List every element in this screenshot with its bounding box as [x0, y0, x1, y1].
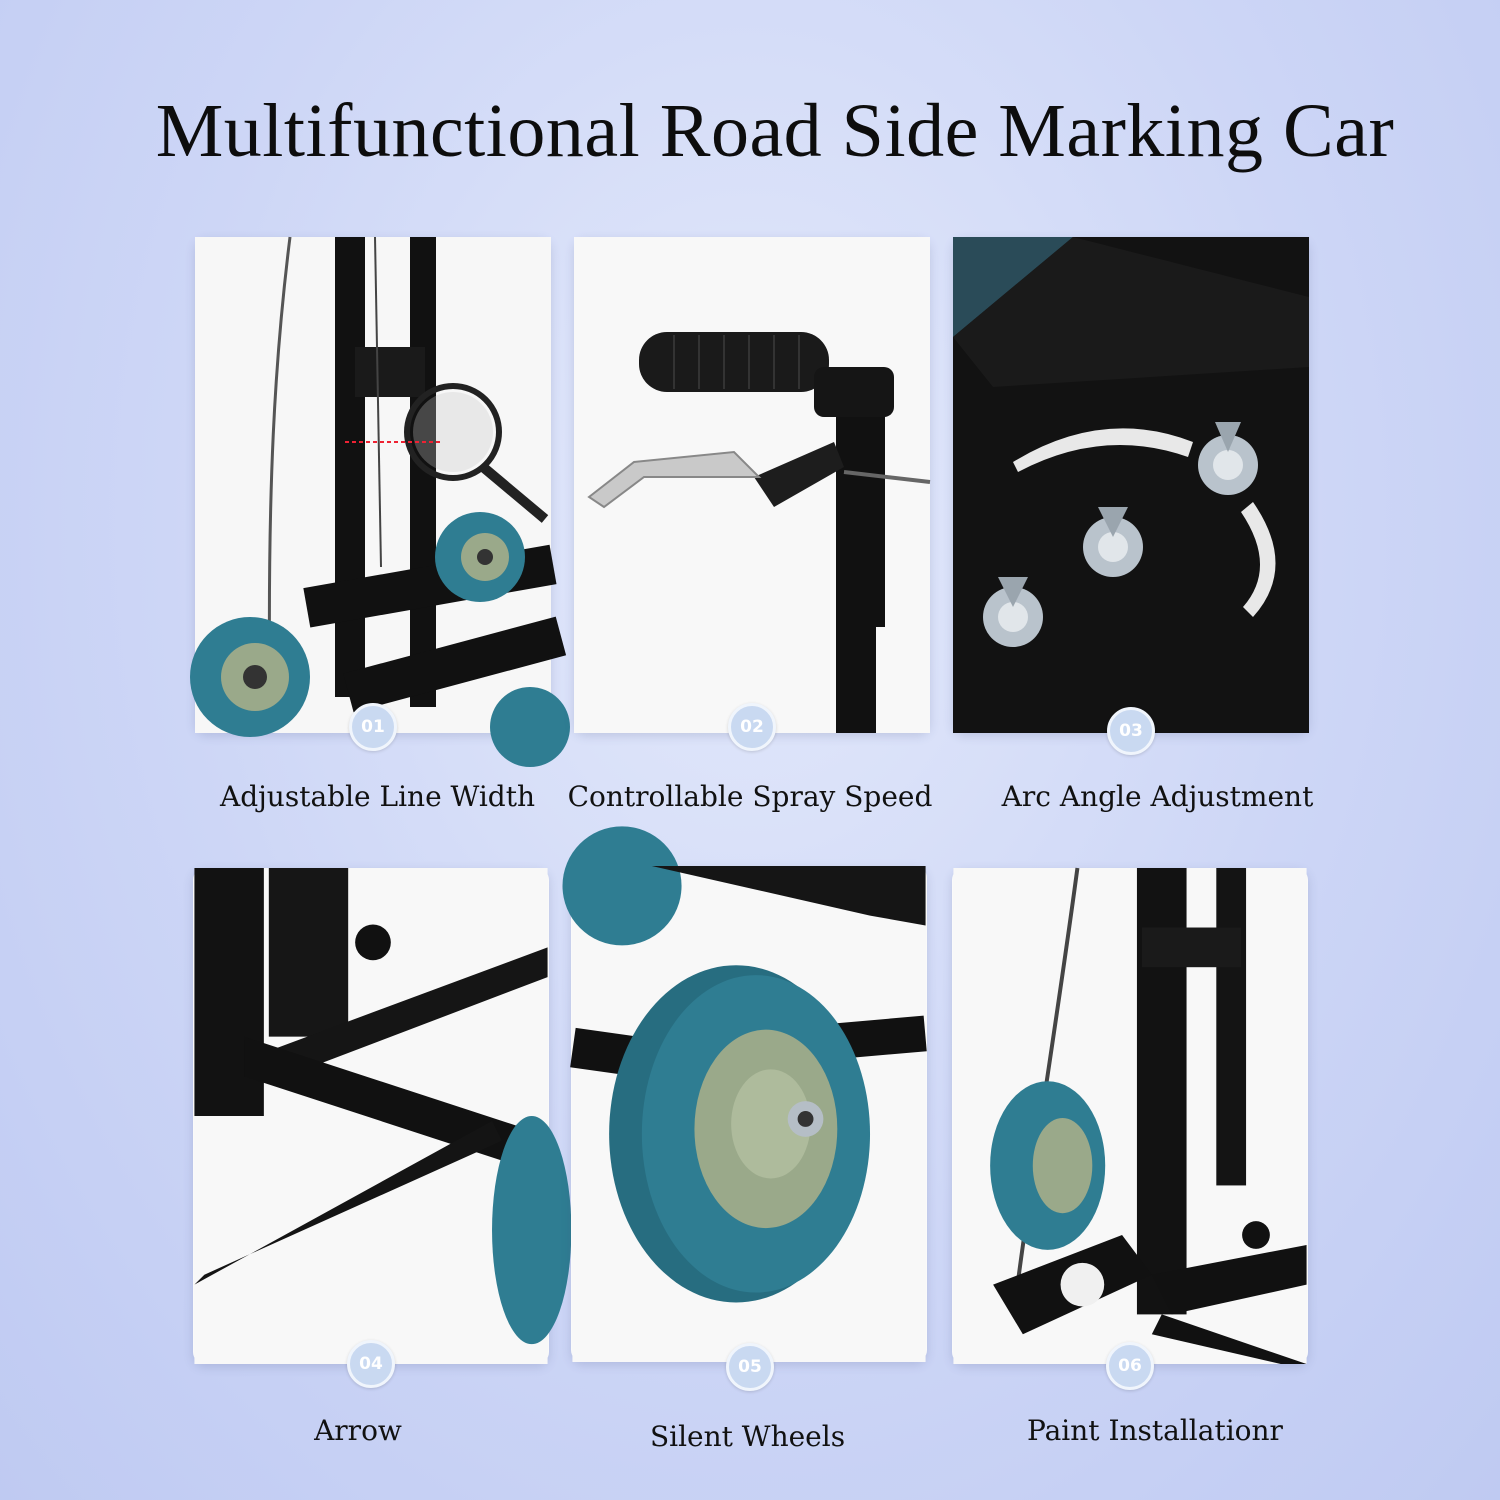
feature-number-badge: 01 — [349, 703, 397, 751]
feature-caption: Controllable Spray Speed — [567, 780, 933, 813]
feature-caption: Arc Angle Adjustment — [1001, 780, 1314, 813]
feature-number-badge: 05 — [726, 1343, 774, 1391]
feature-caption: Adjustable Line Width — [219, 780, 536, 813]
feature-card-arc-angle-adjustment: 03 — [953, 237, 1309, 755]
silent-wheels-photo — [562, 826, 927, 1362]
arc-angle-photo — [953, 237, 1309, 733]
paint-installation-photo — [953, 867, 1307, 1364]
feature-card-adjustable-line-width: 01 — [190, 236, 570, 767]
feature-caption: Paint Installationr — [1027, 1414, 1283, 1447]
feature-number-badge: 06 — [1106, 1342, 1154, 1390]
feature-number-badge: 03 — [1107, 707, 1155, 755]
line-width-photo — [190, 236, 570, 767]
page-title: Multifunctional Road Side Marking Car — [155, 89, 1395, 173]
feature-card-paint-installation: 06 — [952, 867, 1308, 1390]
arrow-photo — [194, 868, 572, 1364]
feature-number-badge: 04 — [347, 1340, 395, 1388]
feature-caption: Silent Wheels — [649, 1420, 846, 1453]
feature-number-badge: 02 — [728, 703, 776, 751]
feature-caption: Arrow — [314, 1414, 402, 1447]
feature-card-arrow: 04 — [193, 868, 572, 1388]
feature-card-controllable-spray-speed: 02 — [574, 237, 931, 751]
feature-card-silent-wheels: 05 — [562, 826, 927, 1391]
spray-speed-photo — [574, 237, 931, 733]
